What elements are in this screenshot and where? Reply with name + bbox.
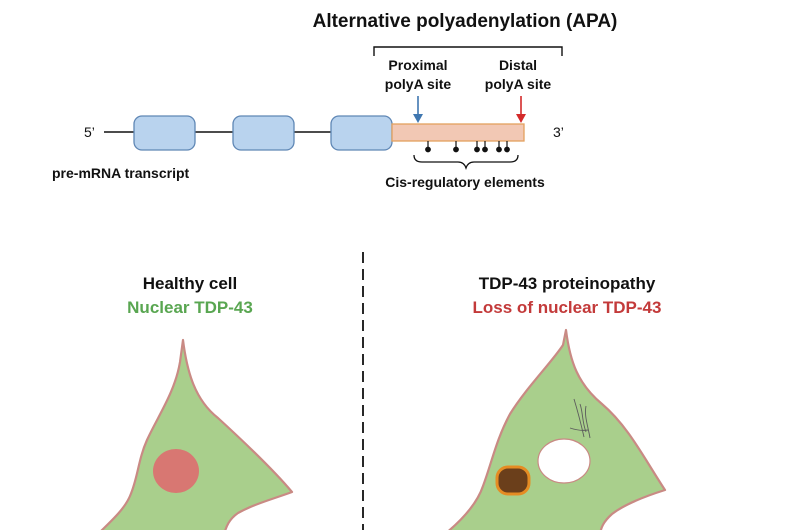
proximal-label-line1: Proximal	[388, 57, 447, 73]
three-prime-utr	[391, 123, 525, 142]
disease-title: TDP-43 proteinopathy	[479, 274, 656, 293]
five-prime-label: 5’	[84, 124, 95, 140]
apa-bracket	[373, 46, 563, 56]
cytoplasmic-filaments	[569, 398, 591, 439]
cytoplasmic-aggregate	[495, 465, 531, 496]
cis-label: Cis-regulatory elements	[385, 174, 545, 190]
disease-subtitle: Loss of nuclear TDP-43	[473, 298, 662, 317]
exon-2	[232, 115, 295, 151]
exon-3	[330, 115, 393, 151]
healthy-nucleus	[153, 449, 199, 493]
cis-brace	[413, 154, 519, 171]
disease-nucleus-empty	[537, 438, 591, 484]
three-prime-label: 3’	[553, 124, 564, 140]
proximal-polya-arrow	[413, 96, 423, 123]
distal-polya-arrow	[516, 96, 526, 123]
exon-1	[133, 115, 196, 151]
transcript-label: pre-mRNA transcript	[52, 165, 190, 181]
healthy-subtitle: Nuclear TDP-43	[127, 298, 253, 317]
healthy-neuron	[100, 338, 294, 530]
distal-label-line2: polyA site	[485, 76, 552, 92]
apa-title: Alternative polyadenylation (APA)	[313, 11, 618, 32]
proximal-label-line2: polyA site	[385, 76, 452, 92]
cis-regulatory-elements	[425, 141, 510, 153]
distal-label-line1: Distal	[499, 57, 537, 73]
healthy-title: Healthy cell	[143, 274, 238, 293]
disease-neuron	[447, 328, 667, 530]
